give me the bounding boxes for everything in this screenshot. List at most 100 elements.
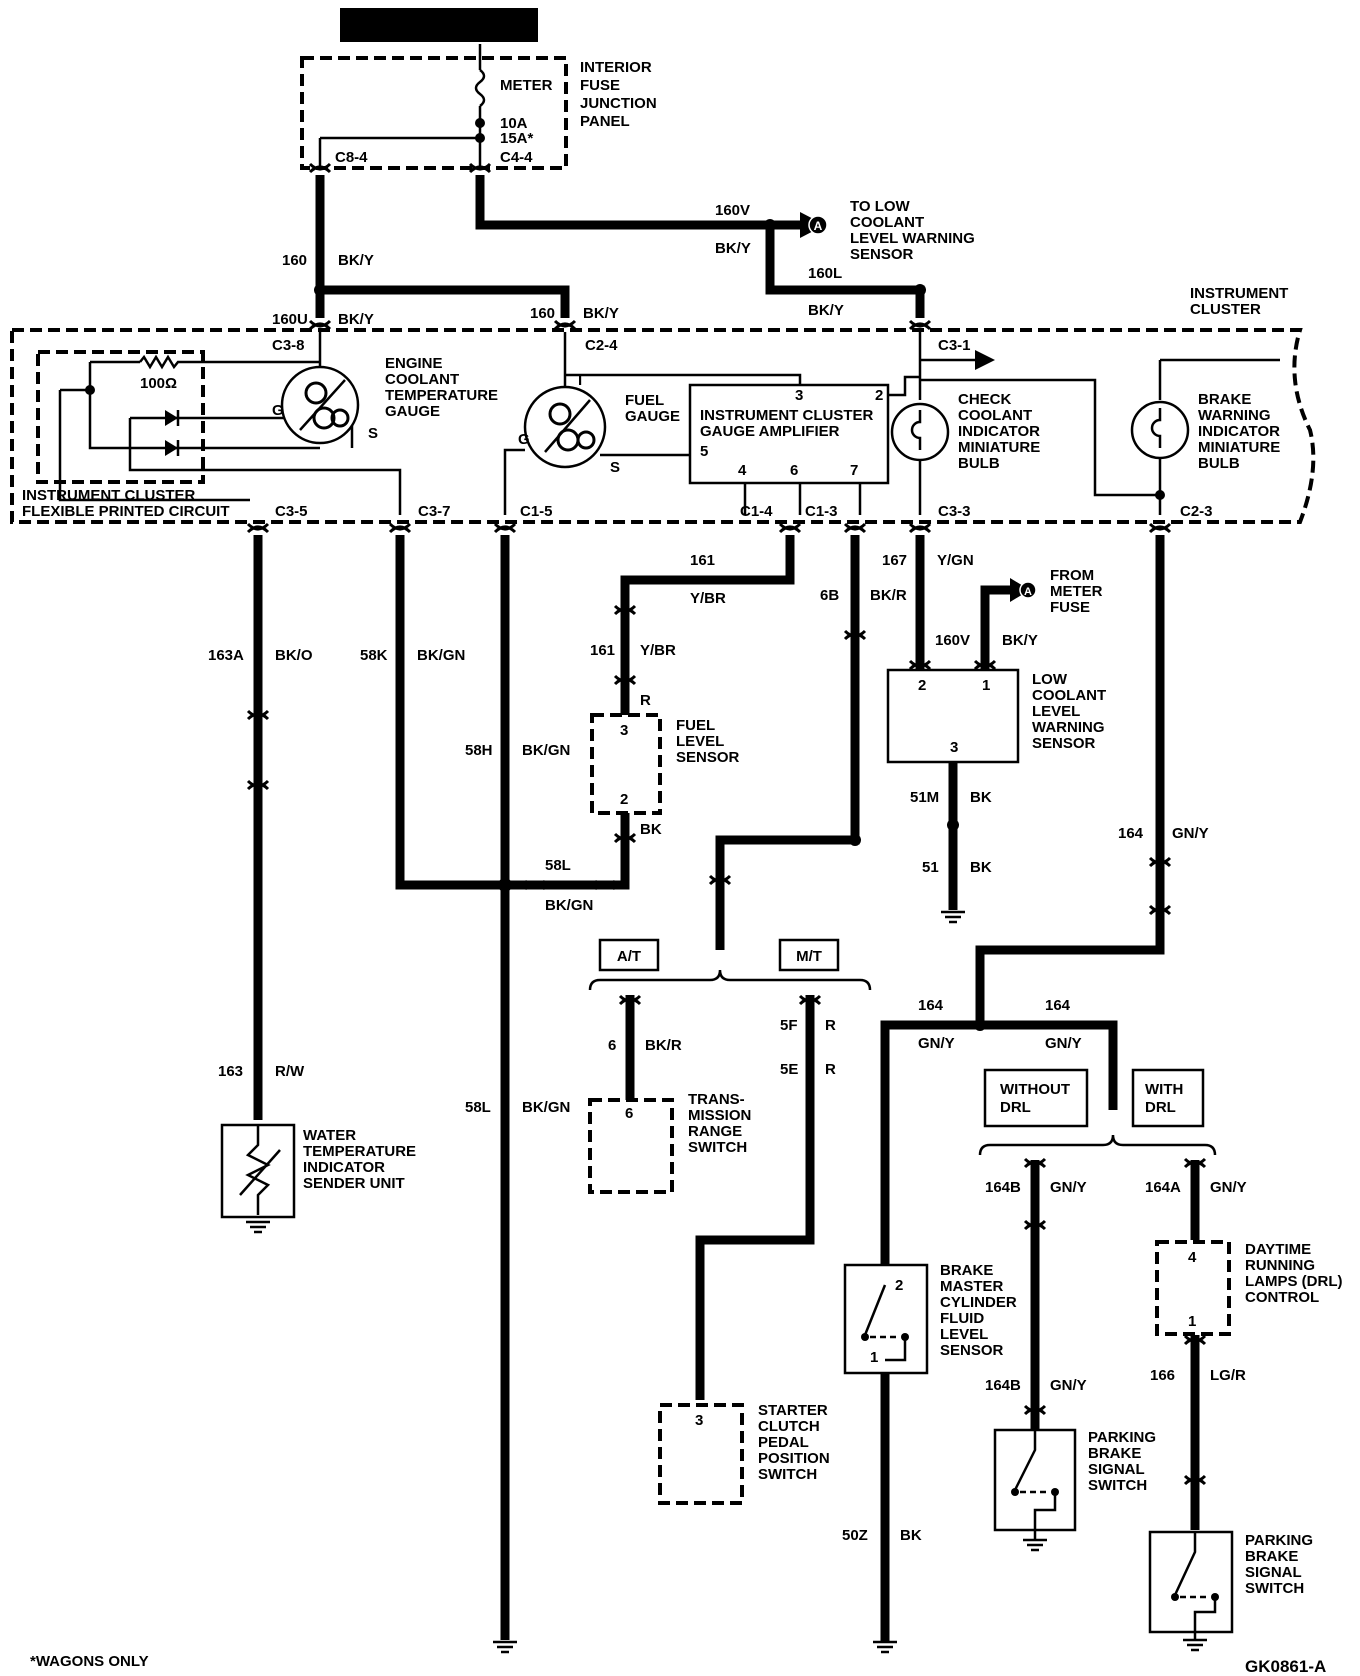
starter-5: SWITCH — [758, 1466, 817, 1483]
to-low-4: SENSOR — [850, 246, 914, 263]
brake-master-cylinder-box — [843, 1263, 929, 1375]
water-temp-1: WATER — [303, 1127, 356, 1144]
wire-label-58k: 58K — [360, 647, 388, 664]
wire-label-160v2: 160V — [935, 632, 970, 649]
diagram-code: GK0861-A — [1245, 1657, 1326, 1676]
brake-master-4: FLUID — [940, 1310, 984, 1327]
brake-warning-2: WARNING — [1198, 407, 1271, 424]
fuel-sensor-3: SENSOR — [676, 749, 740, 766]
fuel-sensor-2: LEVEL — [676, 733, 724, 750]
conn-c3-3: C3-3 — [938, 503, 971, 520]
wire-color-164: GN/Y — [1172, 825, 1209, 842]
fuse-rating-1: 10A — [500, 115, 528, 132]
wire-color-58l: BK/GN — [545, 897, 593, 914]
ect-label-3: TEMPERATURE — [385, 387, 498, 404]
wire-label-6: 6 — [608, 1037, 616, 1054]
wire-160v — [475, 175, 800, 230]
drl-control-2: RUNNING — [1245, 1257, 1315, 1274]
amp-pin-6: 6 — [790, 462, 798, 479]
wire-color-160u: BK/Y — [338, 311, 374, 328]
conn-c1-3: C1-3 — [805, 503, 838, 520]
fuel-pin-s: S — [610, 459, 620, 476]
brake-warning-1: BRAKE — [1198, 391, 1251, 408]
parking2-1: PARKING — [1245, 1532, 1313, 1549]
cluster-title-1: INSTRUMENT — [1190, 285, 1288, 302]
wire-label-167: 167 — [882, 552, 907, 569]
wire-label-160v: 160V — [715, 202, 750, 219]
conn-c2-4: C2-4 — [585, 337, 618, 354]
wire-color-163: R/W — [275, 1063, 305, 1080]
wire-label-164r: 164 — [1045, 997, 1071, 1014]
conn-c3-7: C3-7 — [418, 503, 451, 520]
wire-color-160l: BK/Y — [808, 302, 844, 319]
drl-control-1: DAYTIME — [1245, 1241, 1311, 1258]
parking-brake-switch-2-box — [1148, 1530, 1234, 1634]
resistor-label: 100Ω — [140, 375, 177, 392]
wire-color-160v: BK/Y — [715, 240, 751, 257]
conn-c3-5: C3-5 — [275, 503, 308, 520]
wire-color-51m: BK — [970, 789, 992, 806]
trans-switch-3: RANGE — [688, 1123, 742, 1140]
wire-label-51m: 51M — [910, 789, 939, 806]
ts-pin-6: 6 — [625, 1105, 633, 1122]
fls-bk: BK — [640, 821, 662, 838]
ect-label-4: GAUGE — [385, 403, 440, 420]
bm-pin-2: 2 — [895, 1277, 903, 1294]
resistor-icon — [139, 354, 320, 370]
ect-gauge-icon — [280, 365, 360, 445]
drl-control-4: CONTROL — [1245, 1289, 1319, 1306]
check-coolant-4: MINIATURE — [958, 439, 1040, 456]
conn-c3-8: C3-8 — [272, 337, 305, 354]
conn-c1-4: C1-4 — [740, 503, 773, 520]
to-low-2: COOLANT — [850, 214, 924, 231]
low-coolant-sensor-box — [886, 668, 1020, 764]
transmission-range-switch-box — [588, 1098, 674, 1194]
conn-c3-1: C3-1 — [938, 337, 971, 354]
parking1-3: SIGNAL — [1088, 1461, 1145, 1478]
instrument-cluster-outline — [10, 328, 1316, 524]
wire-label-58l: 58L — [545, 857, 571, 874]
fls-pin-2: 2 — [620, 791, 628, 808]
lcs-pin-3: 3 — [950, 739, 958, 756]
wire-color-161a: Y/BR — [690, 590, 726, 607]
low-coolant-4: WARNING — [1032, 719, 1105, 736]
wire-color-58l2: BK/GN — [522, 1099, 570, 1116]
wire-160v2 — [980, 585, 1010, 670]
without-drl-2: DRL — [1000, 1099, 1031, 1116]
fuel-pin-g: G — [518, 431, 530, 448]
from-meter-2: METER — [1050, 583, 1103, 600]
brake-master-3: CYLINDER — [940, 1294, 1017, 1311]
wire-color-5e: R — [825, 1061, 836, 1078]
wire-6b — [715, 535, 860, 950]
wire-label-164b: 164B — [985, 1179, 1021, 1196]
wire-color-58k: BK/GN — [417, 647, 465, 664]
check-coolant-5: BULB — [958, 455, 1000, 472]
mt-box — [778, 938, 840, 972]
trans-switch-2: MISSION — [688, 1107, 751, 1124]
fuse-panel-title-1: INTERIOR — [580, 59, 652, 76]
parking2-4: SWITCH — [1245, 1580, 1304, 1597]
wire-color-164a: GN/Y — [1210, 1179, 1247, 1196]
water-temp-4: SENDER UNIT — [303, 1175, 405, 1192]
fuel-pin-i: I — [578, 372, 582, 389]
fuse-icon — [474, 69, 486, 107]
starter-4: POSITION — [758, 1450, 830, 1467]
amp-pin-4: 4 — [738, 462, 747, 479]
power-label: HOT IN ON OR START — [366, 18, 513, 34]
low-coolant-3: LEVEL — [1032, 703, 1080, 720]
wire-color-167: Y/GN — [937, 552, 974, 569]
drl-pin-1: 1 — [1188, 1313, 1196, 1330]
with-drl-box — [1131, 1068, 1205, 1128]
parking2-2: BRAKE — [1245, 1548, 1298, 1565]
bm-pin-1: 1 — [870, 1349, 878, 1366]
low-coolant-5: SENSOR — [1032, 735, 1096, 752]
wire-label-58h: 58H — [465, 742, 493, 759]
wire-color-58h: BK/GN — [522, 742, 570, 759]
brake-master-1: BRAKE — [940, 1262, 993, 1279]
fuse-panel-title-2: FUSE — [580, 77, 620, 94]
amplifier-label-1: INSTRUMENT CLUSTER — [700, 407, 873, 424]
cluster-title-2: CLUSTER — [1190, 301, 1261, 318]
wire-color-164r: GN/Y — [1045, 1035, 1082, 1052]
st-pin-3: 3 — [695, 1412, 703, 1429]
check-coolant-2: COOLANT — [958, 407, 1032, 424]
